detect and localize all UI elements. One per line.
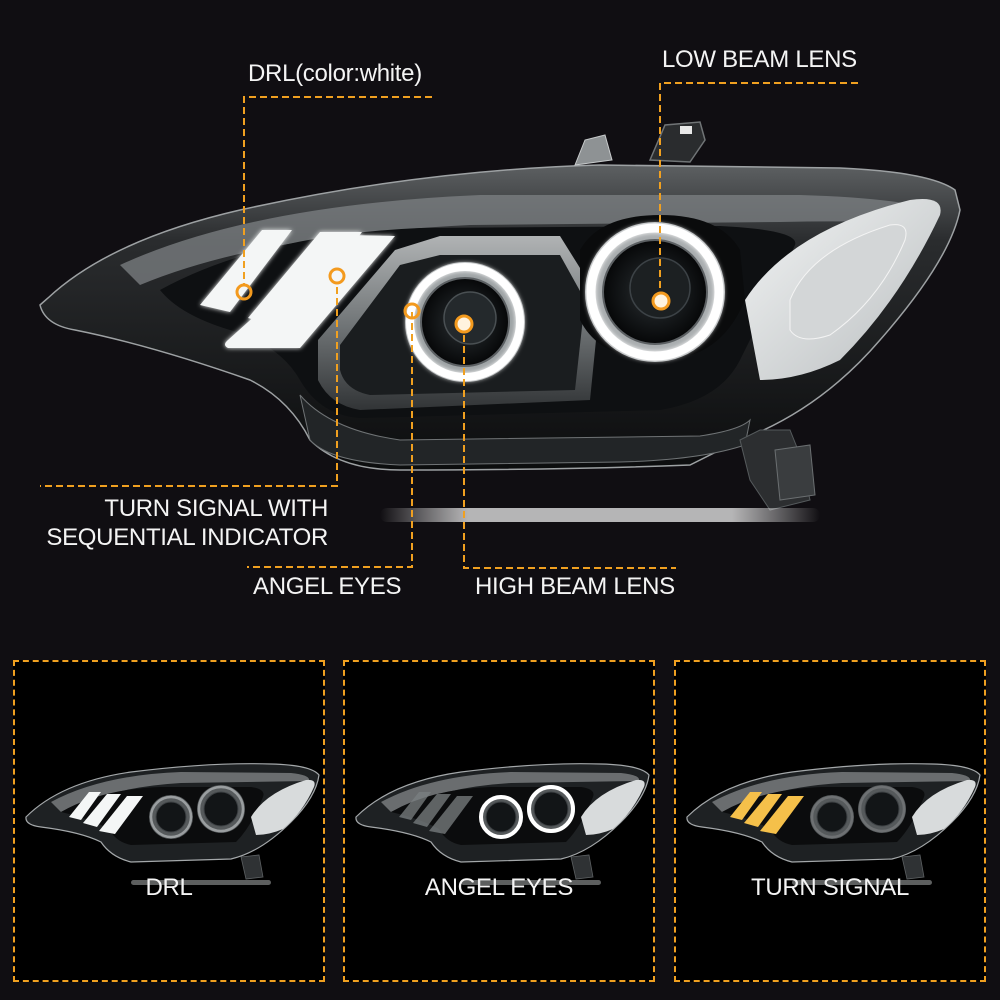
low-beam-callout-label: LOW BEAM LENS (662, 46, 857, 73)
high-beam-callout-dot (454, 314, 474, 334)
panel-caption-turn-signal: TURN SIGNAL (750, 874, 910, 901)
turn-signal-label-line-1: TURN SIGNAL WITH (104, 495, 328, 522)
high-beam-callout-label: HIGH BEAM LENS (475, 573, 675, 600)
panel-caption-drl: DRL (145, 874, 193, 901)
mode-panel-angel-eyes: ANGEL EYES (343, 660, 655, 982)
drl-light-bars (200, 230, 395, 348)
angel-eyes-callout-dot (403, 302, 421, 320)
angel-eyes-callout-label: ANGEL EYES (253, 573, 402, 600)
headlight-thumbnail-angel-eyes (355, 763, 650, 885)
headlight-thumbnail-drl (25, 763, 320, 885)
callout-leader-lines (40, 82, 858, 569)
low-beam-callout-dot (651, 291, 671, 311)
low-beam-projector (580, 215, 745, 362)
turn-signal-callout-label: TURN SIGNAL WITH SEQUENTIAL INDICATOR (34, 494, 328, 552)
mode-panel-drl: DRL (13, 660, 325, 982)
drl-callout-label: DRL(color:white) (248, 60, 422, 87)
panel-caption-angel-eyes: ANGEL EYES (424, 874, 574, 901)
drl-callout-dot (235, 283, 253, 301)
turn-signal-callout-dot (328, 267, 346, 285)
mode-panel-turn-signal: TURN SIGNAL (674, 660, 986, 982)
headlight-thumbnail-turn-signal (686, 763, 981, 885)
turn-signal-label-line-2: SEQUENTIAL INDICATOR (46, 524, 328, 551)
callout-dots (235, 267, 671, 334)
